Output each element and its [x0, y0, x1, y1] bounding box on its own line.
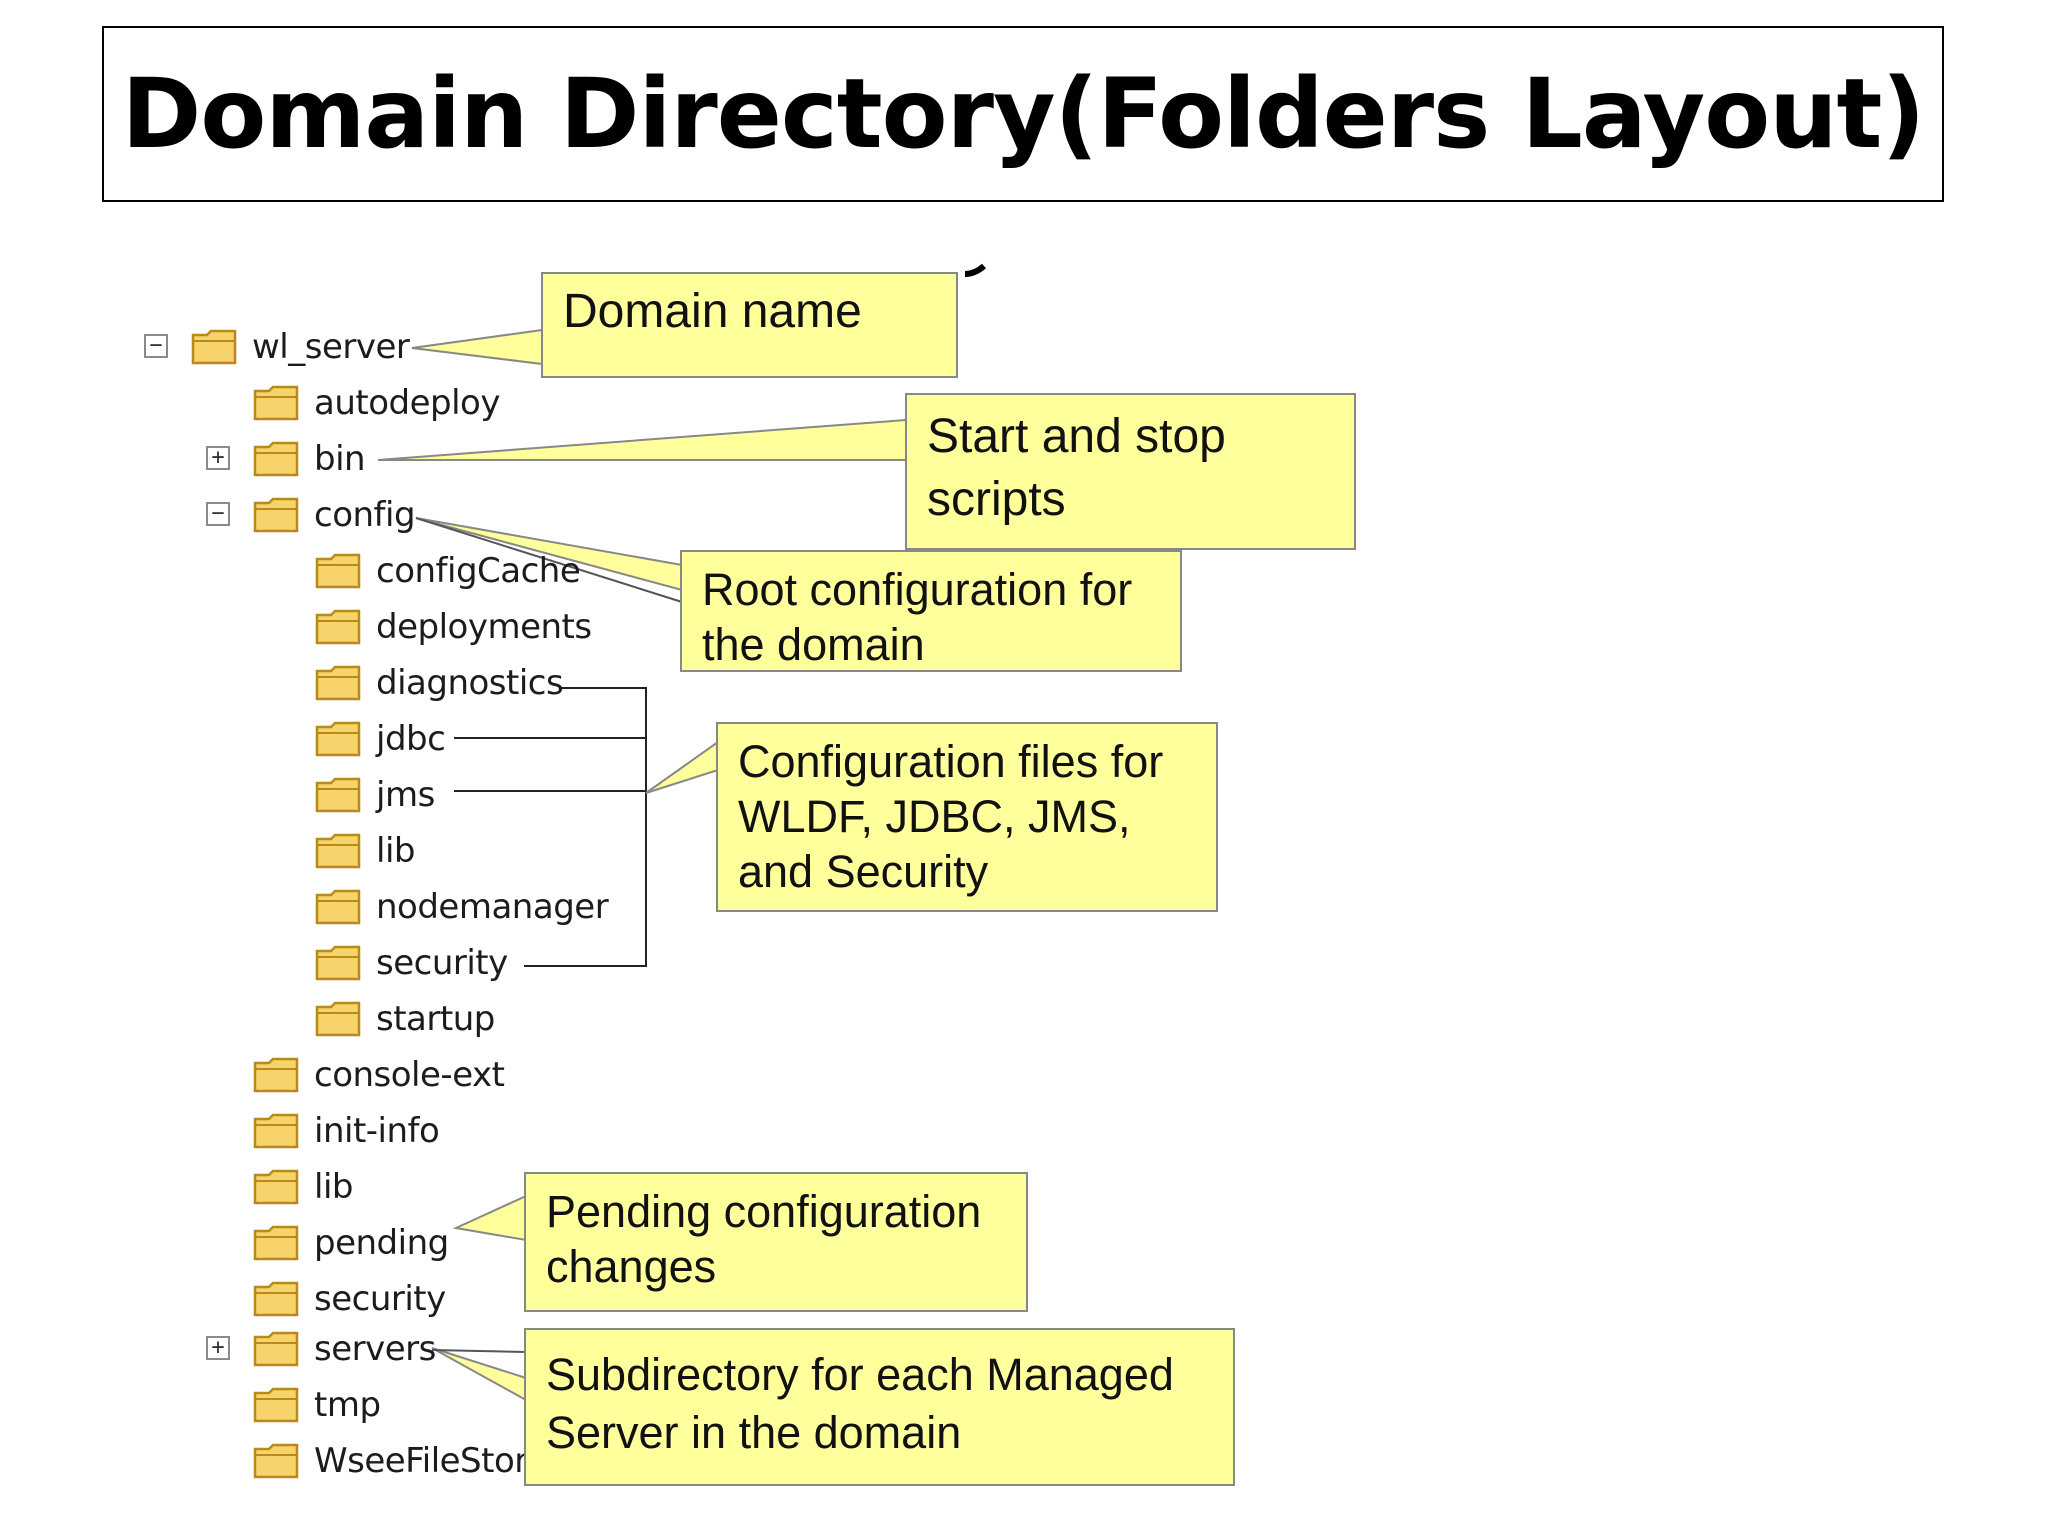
- folder-icon: [253, 1443, 299, 1479]
- tree-item-label: security: [376, 943, 508, 983]
- folder-icon: [191, 329, 237, 365]
- tree-item-label: wl_server: [252, 327, 410, 367]
- folder-icon: [253, 1225, 299, 1261]
- folder-icon: [253, 1169, 299, 1205]
- tree-item-autodeploy[interactable]: autodeploy: [252, 378, 500, 428]
- folder-icon: [253, 1281, 299, 1317]
- tree-item-label: jms: [376, 775, 435, 815]
- tree-item-startup[interactable]: startup: [314, 994, 495, 1044]
- tree-item-label: pending: [314, 1223, 449, 1263]
- folder-icon: [253, 1387, 299, 1423]
- tree-item-label: lib: [376, 831, 415, 871]
- folder-icon: [315, 609, 361, 645]
- folder-icon: [315, 945, 361, 981]
- callout-text: Configuration files for: [738, 736, 1164, 787]
- config-files-bracket: [454, 687, 647, 967]
- tree-item-label: tmp: [314, 1385, 381, 1425]
- tree-item-init-info[interactable]: init-info: [252, 1106, 440, 1156]
- page-title: Domain Directory(Folders Layout): [121, 58, 1926, 170]
- pointer-servers: [431, 1347, 527, 1402]
- tree-item-diagnostics[interactable]: diagnostics: [314, 658, 564, 708]
- tree-item-configcache[interactable]: configCache: [314, 546, 581, 596]
- folder-icon: [315, 1001, 361, 1037]
- folder-icon: [315, 889, 361, 925]
- tree-item-deployments[interactable]: deployments: [314, 602, 592, 652]
- tree-item-label: console-ext: [314, 1055, 505, 1095]
- callout-text: Start and stop: [927, 410, 1226, 463]
- tree-item-label: configCache: [376, 551, 581, 591]
- tree-item-lib-root[interactable]: lib: [252, 1162, 353, 1212]
- tree-item-console-ext[interactable]: console-ext: [252, 1050, 505, 1100]
- callout-start-stop: Start and stop scripts: [905, 393, 1356, 550]
- tree-item-label: bin: [314, 439, 366, 479]
- folder-icon: [253, 1057, 299, 1093]
- callout-domain-name: Domain name: [541, 272, 958, 378]
- tree-item-jdbc[interactable]: jdbc: [314, 714, 446, 764]
- callout-text: Domain name: [563, 285, 862, 338]
- tree-item-tmp[interactable]: tmp: [252, 1380, 381, 1430]
- pointer-config-files: [645, 740, 719, 794]
- plus-icon[interactable]: +: [206, 446, 230, 470]
- callout-pending: Pending configuration changes: [524, 1172, 1028, 1312]
- tree-item-bin[interactable]: bin: [252, 434, 366, 484]
- tree-item-nodemanager[interactable]: nodemanager: [314, 882, 609, 932]
- tree-item-servers[interactable]: servers: [252, 1324, 436, 1374]
- title-box: Domain Directory(Folders Layout): [102, 26, 1944, 202]
- tree-item-label: diagnostics: [376, 663, 564, 703]
- callout-text: WLDF, JDBC, JMS,: [738, 791, 1131, 842]
- minus-icon[interactable]: −: [144, 334, 168, 358]
- stray-mark: [964, 263, 986, 277]
- tree-item-security[interactable]: security: [314, 938, 508, 988]
- tree-item-config[interactable]: config: [252, 490, 416, 540]
- callout-text: the domain: [702, 619, 925, 670]
- tree-item-label: security: [314, 1279, 446, 1319]
- callout-root-config: Root configuration for the domain: [680, 550, 1182, 672]
- folder-icon: [253, 441, 299, 477]
- tree-item-label: nodemanager: [376, 887, 609, 927]
- tree-item-label: init-info: [314, 1111, 440, 1151]
- folder-icon: [253, 497, 299, 533]
- tree-item-label: startup: [376, 999, 495, 1039]
- pointer-root-config-line: [415, 517, 683, 603]
- tree-item-label: config: [314, 495, 416, 535]
- tree-item-pending[interactable]: pending: [252, 1218, 449, 1268]
- callout-text: changes: [546, 1241, 717, 1292]
- plus-icon[interactable]: +: [206, 1336, 230, 1360]
- folder-icon: [315, 721, 361, 757]
- tree-item-wl-server[interactable]: wl_server: [190, 322, 410, 372]
- folder-icon: [315, 777, 361, 813]
- callout-text: and Security: [738, 846, 989, 897]
- tree-item-label: deployments: [376, 607, 592, 647]
- tree-item-label: servers: [314, 1329, 436, 1369]
- tree-item-jms[interactable]: jms: [314, 770, 435, 820]
- folder-icon: [253, 1331, 299, 1367]
- tree-item-security-root[interactable]: security: [252, 1274, 446, 1324]
- pointer-servers-line: [431, 1349, 527, 1353]
- folder-icon: [253, 385, 299, 421]
- callout-text: Subdirectory for each Managed: [546, 1349, 1174, 1400]
- tree-item-lib[interactable]: lib: [314, 826, 415, 876]
- tree-item-label: lib: [314, 1167, 353, 1207]
- callout-servers: Subdirectory for each Managed Server in …: [524, 1328, 1235, 1486]
- pointer-domain-name: [411, 328, 543, 366]
- folder-icon: [315, 833, 361, 869]
- tree-item-label: jdbc: [376, 719, 446, 759]
- folder-icon: [315, 553, 361, 589]
- callout-text: Pending configuration: [546, 1186, 982, 1237]
- folder-icon: [253, 1113, 299, 1149]
- callout-text: scripts: [927, 473, 1066, 526]
- tree-item-label: autodeploy: [314, 383, 500, 423]
- callout-text: Server in the domain: [546, 1407, 962, 1458]
- minus-icon[interactable]: −: [206, 502, 230, 526]
- callout-text: Root configuration for: [702, 564, 1133, 615]
- folder-icon: [315, 665, 361, 701]
- pointer-pending: [452, 1194, 527, 1242]
- tree-item-wseefilestore[interactable]: WseeFileStor: [252, 1436, 524, 1486]
- tree-item-label: WseeFileStor: [314, 1441, 524, 1481]
- callout-config-files: Configuration files for WLDF, JDBC, JMS,…: [716, 722, 1218, 912]
